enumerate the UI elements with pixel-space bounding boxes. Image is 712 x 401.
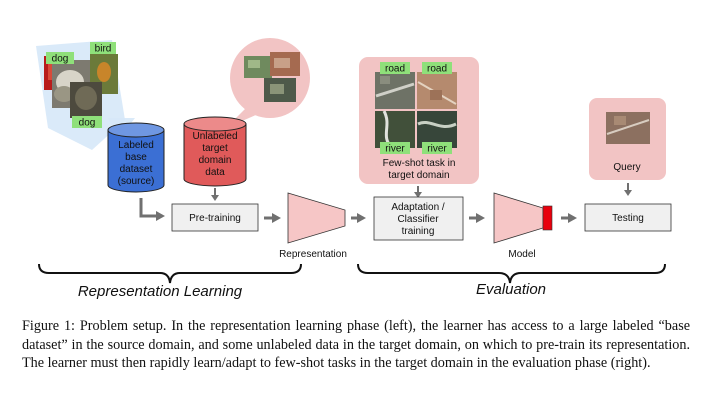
query-panel: Query <box>589 98 666 180</box>
arrow-adaptation-to-model <box>469 213 485 223</box>
label-tag-road-2 <box>422 62 452 74</box>
unlabeled-target-data-cylinder: Unlabeled target domain data <box>183 116 247 187</box>
target-image-bubble <box>226 38 310 128</box>
source-line-2: base <box>125 152 147 163</box>
arrow-target-to-pretraining <box>211 188 219 201</box>
source-image-bubble: dog bird dog <box>36 40 135 150</box>
labeled-base-dataset-cylinder: Labeled base dataset (source) <box>107 122 165 193</box>
label-text-road-2: road <box>427 64 447 75</box>
target-line-1: Unlabeled <box>192 131 237 142</box>
target-line-3: domain <box>199 155 232 166</box>
testing-label: Testing <box>612 213 644 224</box>
label-tag-river-2 <box>422 142 452 154</box>
arrow-representation-to-adaptation <box>351 213 366 223</box>
adaptation-classifier-box: Adaptation / Classifier training <box>373 196 464 241</box>
river-image-1 <box>375 111 415 148</box>
fewshot-title-line-1: Few-shot task in <box>383 158 456 169</box>
testing-box: Testing <box>584 203 672 232</box>
arrow-model-to-testing <box>561 213 577 223</box>
classifier-head <box>542 205 553 231</box>
representation-learning-brace: Representation Learning <box>38 263 302 300</box>
pretraining-box: Pre-training <box>171 203 259 232</box>
representation-learning-label: Representation Learning <box>78 283 243 300</box>
figure-caption: Figure 1: Problem setup. In the represen… <box>22 317 690 373</box>
river-image-2 <box>417 111 457 148</box>
adaptation-line-1: Adaptation / <box>391 202 445 213</box>
label-text-dog-2: dog <box>79 118 96 129</box>
adaptation-line-3: training <box>402 226 435 237</box>
model-shape: Model <box>493 192 553 260</box>
source-line-3: dataset <box>120 164 153 175</box>
arrow-source-to-pretraining <box>139 198 165 221</box>
model-label: Model <box>508 249 535 260</box>
figure-number: Figure 1: <box>22 318 75 334</box>
target-line-2: target <box>202 143 228 154</box>
arrow-query-to-testing <box>624 183 632 196</box>
label-tag-road-1 <box>380 62 410 74</box>
label-text-bird: bird <box>95 44 112 55</box>
label-tag-river-1 <box>380 142 410 154</box>
evaluation-label: Evaluation <box>476 281 546 298</box>
fewshot-task-panel: road road river river Few-shot task in t… <box>359 57 479 184</box>
source-line-4: (source) <box>118 176 155 187</box>
arrow-pretraining-to-representation <box>264 213 281 223</box>
arrow-fewshot-to-adaptation <box>414 186 422 198</box>
pretraining-label: Pre-training <box>189 213 241 224</box>
label-text-dog: dog <box>52 54 69 65</box>
label-tag-dog <box>46 52 74 64</box>
evaluation-brace: Evaluation <box>357 263 666 298</box>
query-label: Query <box>613 162 640 173</box>
problem-setup-diagram: dog bird dog Labeled base dataset (sourc… <box>36 38 672 300</box>
label-text-road-1: road <box>385 64 405 75</box>
representation-encoder: Representation <box>279 192 347 260</box>
fewshot-title-line-2: target domain <box>388 170 449 181</box>
source-line-1: Labeled <box>118 140 154 151</box>
caption-text: Problem setup. In the representation lea… <box>22 318 691 371</box>
target-line-4: data <box>205 167 225 178</box>
representation-label: Representation <box>279 249 347 260</box>
label-tag-dog-2 <box>72 116 102 128</box>
label-text-river-1: river <box>385 144 405 155</box>
label-text-river-2: river <box>427 144 447 155</box>
label-tag-bird <box>90 42 116 54</box>
adaptation-line-2: Classifier <box>397 214 439 225</box>
